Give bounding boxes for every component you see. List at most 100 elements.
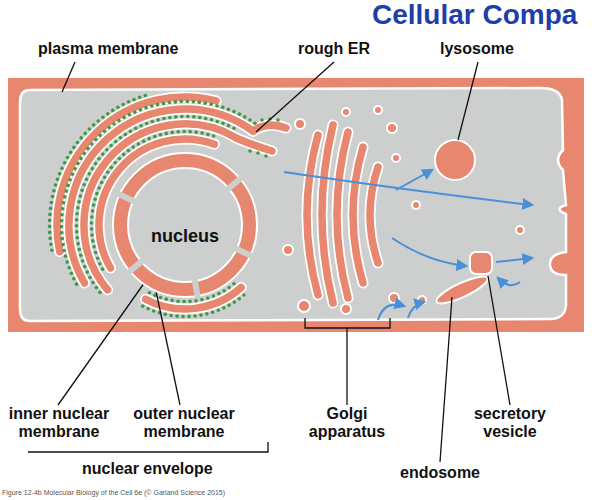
ribosome [50, 248, 54, 252]
nuclear-pore [195, 279, 198, 298]
ribosome [61, 207, 65, 211]
ribosome [194, 299, 198, 303]
ribosome [78, 248, 82, 252]
ribosome [48, 237, 52, 241]
ribosome [62, 249, 66, 253]
golgi-cisterna [307, 135, 318, 295]
ribosome [186, 115, 190, 119]
ribosome [174, 115, 178, 119]
ribosome [119, 136, 123, 140]
ribosome [91, 209, 95, 213]
ribosome [105, 148, 109, 152]
ribosome [56, 177, 60, 181]
ribosome [100, 181, 104, 185]
ribosome [162, 117, 166, 121]
ribosome [128, 113, 132, 117]
ribosome [82, 183, 86, 187]
ribosome [92, 203, 96, 207]
ribosome [103, 130, 107, 134]
ribosome [48, 231, 52, 235]
ribosome [199, 313, 203, 317]
ribosome [49, 243, 53, 247]
ribosome [97, 186, 101, 190]
leader-line [156, 291, 180, 405]
ribosome [98, 262, 102, 266]
ribosome [243, 115, 247, 119]
secretion-arrow [284, 172, 532, 205]
ribosome [85, 270, 89, 274]
ribosome [94, 138, 98, 142]
ribosome [147, 137, 151, 141]
ribosome [122, 153, 126, 157]
ribosome [60, 237, 64, 241]
leader-line [256, 62, 334, 132]
membrane-lumen-group [57, 97, 378, 309]
ribosome [182, 300, 186, 304]
nuclear-pore [235, 248, 252, 256]
ribosome [106, 170, 110, 174]
ribosome [206, 133, 210, 137]
ribosome [70, 272, 74, 276]
traffic-arrow-group [284, 170, 532, 320]
ribosome [122, 116, 126, 120]
ribosome [60, 225, 64, 229]
ribosome [101, 115, 105, 119]
source-note: Figure 12-4b Molecular Biology of the Ce… [2, 489, 225, 497]
organelle-label: lysosome [440, 40, 514, 58]
membrane-label: inner nuclear membrane [0, 405, 118, 441]
organelle-label: endosome [400, 464, 480, 482]
ribosome [150, 104, 154, 108]
ribosome [96, 119, 100, 123]
nucleus-text-holder: nucleus [110, 150, 260, 300]
ribosome [260, 118, 264, 122]
ribosome [188, 130, 192, 134]
ribosome [127, 149, 131, 153]
ribosome [221, 106, 225, 110]
ribosome [110, 166, 114, 170]
leader-line [58, 272, 152, 405]
ribosome [92, 123, 96, 127]
ribosome [222, 306, 226, 310]
nuclear-pore [118, 194, 135, 202]
ribosome [227, 286, 231, 290]
ribosome [210, 118, 214, 122]
ribosome [88, 172, 92, 176]
ribosome [65, 260, 69, 264]
ribosome [76, 206, 80, 210]
ribosome [131, 145, 135, 149]
ribosome [176, 299, 180, 303]
ribosome [64, 255, 68, 259]
ribosome [237, 297, 241, 301]
golgi-cisterna [353, 147, 363, 283]
ribosome [159, 296, 163, 300]
ribosome [187, 315, 191, 319]
ribosome [142, 139, 146, 143]
ribosome [121, 103, 125, 107]
ribosome [93, 197, 97, 201]
transport-vesicle [516, 226, 524, 234]
ribosome [75, 212, 79, 216]
ribosome [95, 192, 99, 196]
ribosome [175, 314, 179, 318]
ribosome [217, 292, 221, 296]
rough-er-cisterna [236, 138, 272, 151]
ribosome [132, 98, 136, 102]
recycling-arrow [498, 278, 520, 285]
compartment-label: nucleus [151, 226, 219, 247]
organelle-label: secretory vesicle [455, 405, 565, 441]
ribosome [227, 108, 231, 112]
ribosome [94, 162, 98, 166]
exocytosis-arrow [496, 258, 532, 262]
ribosome [211, 310, 215, 314]
ribosome [144, 94, 148, 98]
ribosome [238, 112, 242, 116]
ribosome [186, 100, 190, 104]
ribosome [112, 122, 116, 126]
golgi-cisterna-outline [322, 125, 333, 303]
ribosome [103, 176, 107, 180]
ribosome [200, 298, 204, 302]
ribosome [180, 115, 184, 119]
golgi-cisterna-outline [370, 167, 378, 263]
ribosome [96, 256, 100, 260]
